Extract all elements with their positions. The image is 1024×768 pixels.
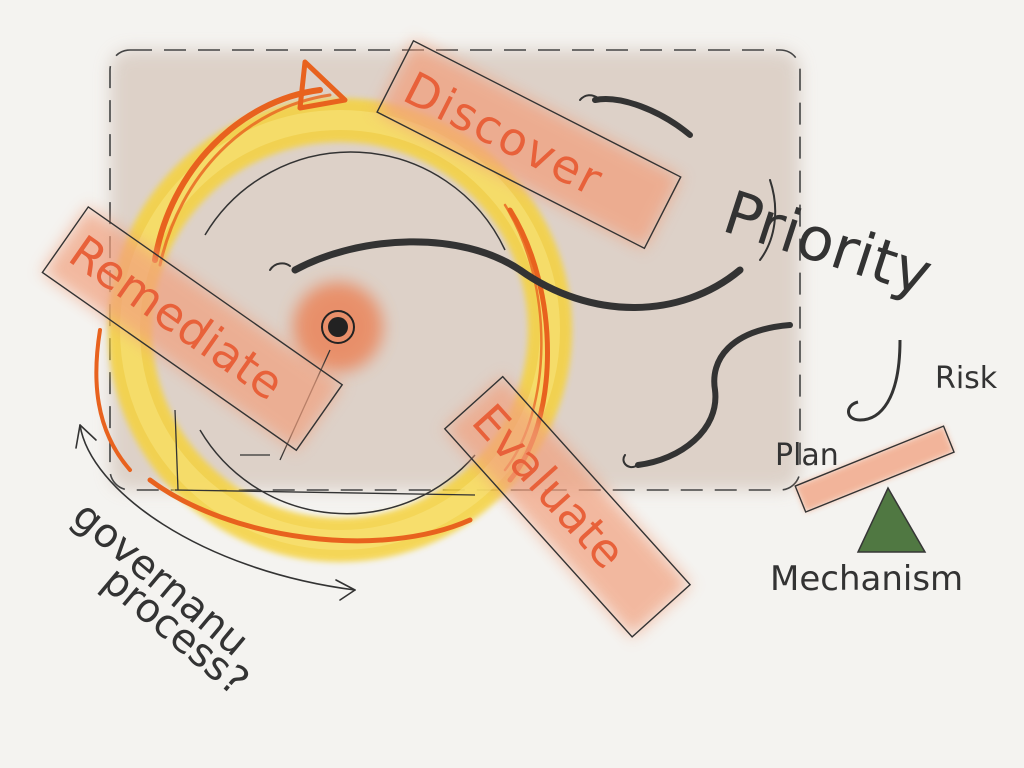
arrow-head-icon bbox=[297, 59, 348, 111]
triangle-icon bbox=[856, 486, 927, 553]
priority-curves bbox=[269, 94, 793, 468]
risk-label: Risk bbox=[935, 361, 998, 396]
mechanism-label: Mechanism bbox=[770, 559, 963, 599]
center-hub bbox=[293, 282, 383, 372]
plan-label: Plan bbox=[775, 438, 839, 473]
priority-tail bbox=[847, 339, 902, 422]
balance-scale bbox=[794, 425, 955, 553]
governance-arrows bbox=[75, 424, 356, 601]
